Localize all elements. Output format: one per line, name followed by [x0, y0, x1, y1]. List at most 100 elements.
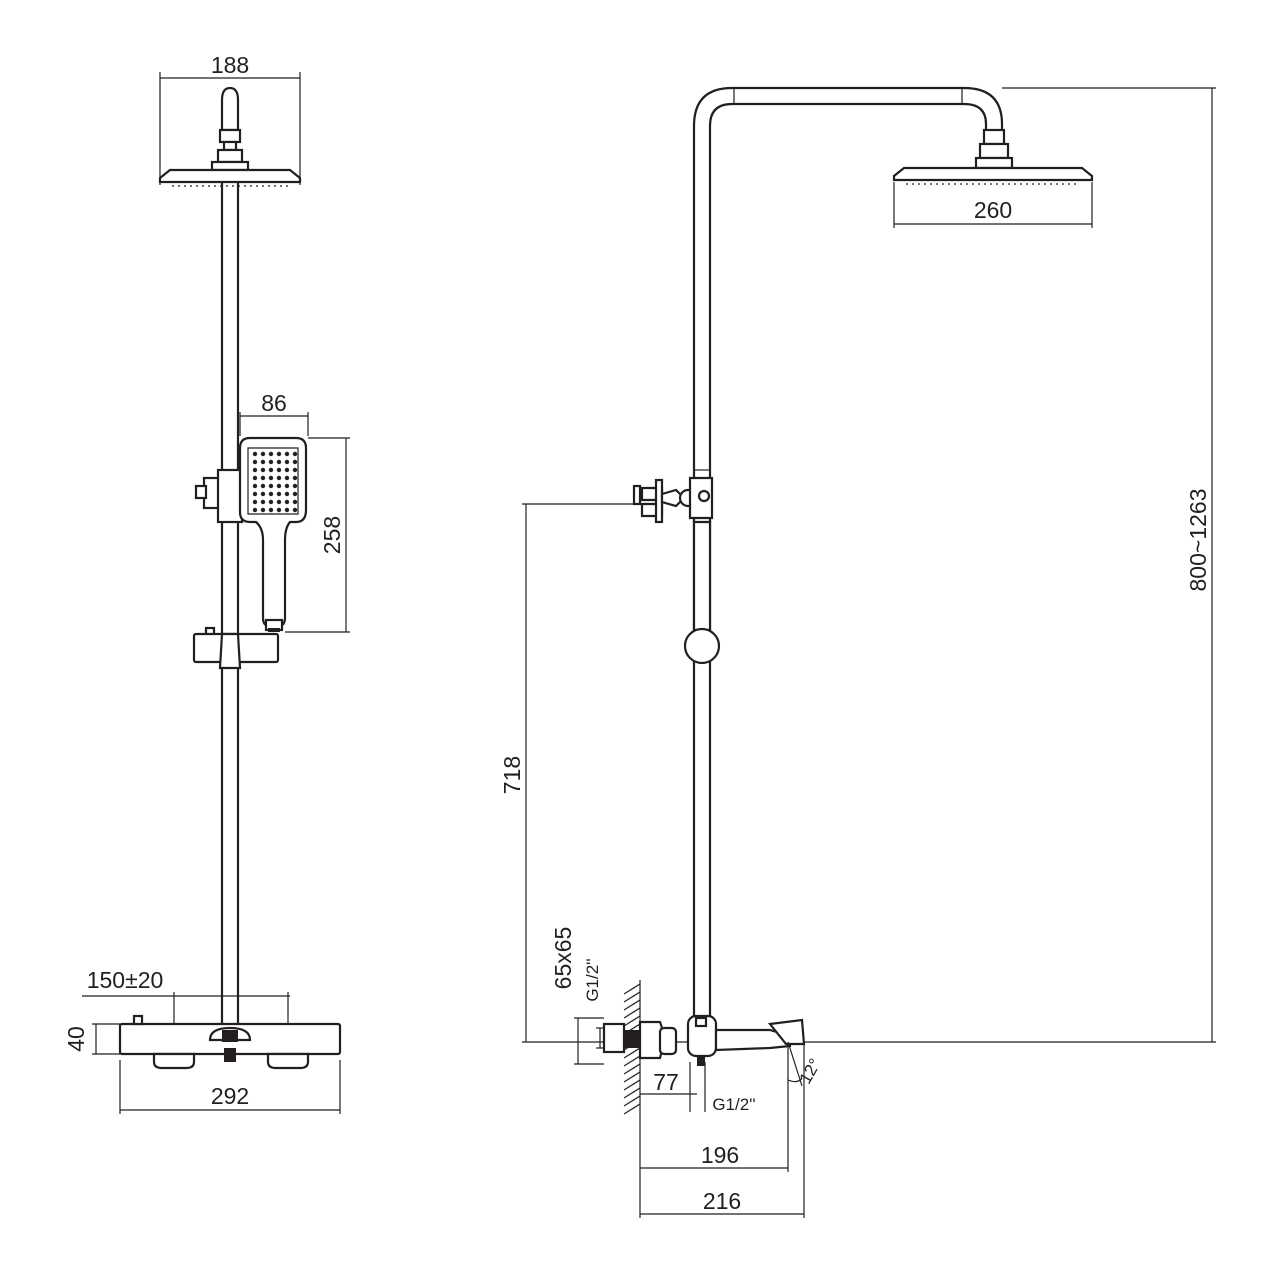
nozzle-dot — [268, 507, 274, 513]
label-outlet-thread: G1/2'' — [712, 1095, 755, 1114]
dim-spout-angle: 12° — [787, 1041, 825, 1172]
nozzle-dot — [284, 499, 290, 505]
nozzle-dot — [292, 483, 298, 489]
label-spout-angle: 12° — [796, 1055, 825, 1087]
side-wall-connection — [602, 1020, 678, 1060]
nozzle-dot — [276, 467, 282, 473]
hatch-line — [623, 983, 641, 995]
nozzle-dot — [260, 475, 266, 481]
nozzle-dot — [252, 467, 258, 473]
nozzle-dot — [252, 459, 258, 465]
nozzle-dot — [260, 499, 266, 505]
nozzle-dot — [292, 451, 298, 457]
nozzle-dot — [260, 451, 266, 457]
nozzle-dot — [268, 451, 274, 457]
nozzle-dot — [292, 499, 298, 505]
label-head-diameter: 260 — [974, 197, 1012, 223]
side-riser-arm — [692, 86, 1004, 1018]
label-spout-length: 196 — [701, 1142, 739, 1168]
label-valve-depth: 40 — [63, 1026, 89, 1052]
nozzle-dot — [268, 475, 274, 481]
hatch-line — [623, 1087, 641, 1099]
hatch-line — [623, 1063, 641, 1075]
dim-hand-width: 86 — [239, 390, 309, 436]
label-flange-size: 65x65 — [550, 927, 576, 990]
nozzle-dot — [284, 459, 290, 465]
dim-valve-projection: 216 — [640, 1044, 805, 1218]
dim-outlet: 77 G1/2'' — [640, 1062, 756, 1114]
nozzle-dot — [276, 507, 282, 513]
front-hand-holder — [194, 468, 244, 524]
nozzle-dot — [252, 475, 258, 481]
hatch-line — [623, 1015, 641, 1027]
nozzle-dot — [268, 483, 274, 489]
wall-hatch — [623, 983, 641, 1115]
nozzle-dot — [268, 491, 274, 497]
nozzle-dot — [292, 507, 298, 513]
nozzle-dot — [252, 491, 258, 497]
label-hand-height: 258 — [319, 516, 345, 554]
dim-total-height: 800~1263 — [1002, 87, 1216, 1042]
dim-valve-width: 292 — [119, 1060, 341, 1114]
hatch-line — [623, 1055, 641, 1067]
label-valve-width: 292 — [211, 1083, 249, 1109]
dim-flange: 65x65 G1/2'' — [550, 927, 604, 1065]
nozzle-dot — [260, 483, 266, 489]
hatch-line — [623, 1007, 641, 1019]
front-riser-rail — [220, 182, 240, 1030]
nozzle-dot — [252, 507, 258, 513]
side-view: 260 800~1263 718 — [499, 86, 1216, 1218]
label-hand-width: 86 — [261, 390, 287, 416]
side-hand-holder — [632, 476, 714, 524]
side-shower-head — [892, 128, 1094, 185]
front-slide-holder — [192, 626, 280, 670]
nozzle-dot — [260, 491, 266, 497]
nozzle-dot — [276, 475, 282, 481]
nozzle-dot — [252, 483, 258, 489]
nozzle-dot — [276, 459, 282, 465]
hatch-line — [623, 1071, 641, 1083]
nozzle-dot — [252, 451, 258, 457]
dim-spout-length: 196 — [639, 1110, 788, 1218]
label-inlet-thread: G1/2'' — [583, 958, 602, 1001]
nozzle-dot — [284, 507, 290, 513]
front-valve-body — [118, 1014, 342, 1070]
nozzle-dot — [284, 475, 290, 481]
hatch-line — [623, 1079, 641, 1091]
nozzle-dot — [260, 459, 266, 465]
nozzle-dot — [276, 491, 282, 497]
label-holder-height: 718 — [499, 756, 525, 794]
nozzle-dot — [252, 499, 258, 505]
label-inlet-spacing: 150±20 — [87, 967, 164, 993]
nozzle-dot — [268, 467, 274, 473]
front-shower-head — [158, 86, 302, 187]
nozzle-dot — [292, 475, 298, 481]
nozzle-dot — [260, 467, 266, 473]
dim-valve-depth: 40 — [63, 1023, 120, 1055]
label-total-height: 800~1263 — [1185, 489, 1211, 592]
hatch-line — [623, 991, 641, 1003]
label-head-width: 188 — [211, 52, 249, 78]
side-slide-knob — [683, 520, 721, 665]
nozzle-dot — [268, 499, 274, 505]
hatch-line — [623, 1095, 641, 1107]
nozzle-dot — [292, 459, 298, 465]
nozzle-dot — [292, 467, 298, 473]
dim-hand-height: 258 — [285, 437, 350, 633]
nozzle-dot — [268, 459, 274, 465]
hand-shower-nozzles — [252, 451, 298, 513]
nozzle-dot — [276, 483, 282, 489]
side-valve-body — [686, 1014, 806, 1066]
nozzle-dot — [284, 491, 290, 497]
front-hand-shower — [238, 436, 308, 632]
nozzle-dot — [292, 491, 298, 497]
hatch-line — [623, 1047, 641, 1059]
label-valve-projection: 216 — [703, 1188, 741, 1214]
nozzle-dot — [284, 451, 290, 457]
nozzle-dot — [284, 483, 290, 489]
nozzle-dot — [284, 467, 290, 473]
dim-holder-height: 718 — [499, 503, 634, 1042]
nozzle-dot — [276, 499, 282, 505]
nozzle-dot — [276, 451, 282, 457]
